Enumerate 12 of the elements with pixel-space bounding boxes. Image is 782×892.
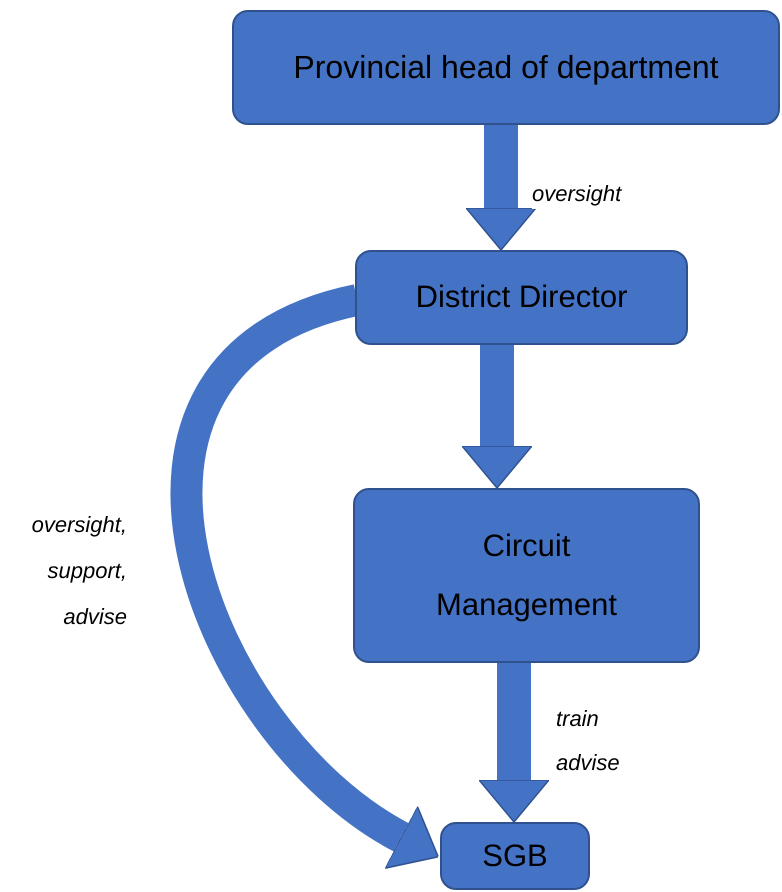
block-arrow <box>461 345 533 489</box>
block-arrow <box>170 284 438 868</box>
box-label: SGB <box>482 836 548 875</box>
process-box <box>355 250 688 345</box>
block-arrow <box>478 663 550 823</box>
process-box <box>232 10 780 125</box>
process-box <box>353 488 700 663</box>
process-box <box>440 822 590 890</box>
box-label: District Director <box>416 278 628 316</box>
box-label: Circuit Management <box>435 526 618 624</box>
box-label: Provincial head of department <box>293 48 719 88</box>
block-arrow <box>465 125 537 251</box>
